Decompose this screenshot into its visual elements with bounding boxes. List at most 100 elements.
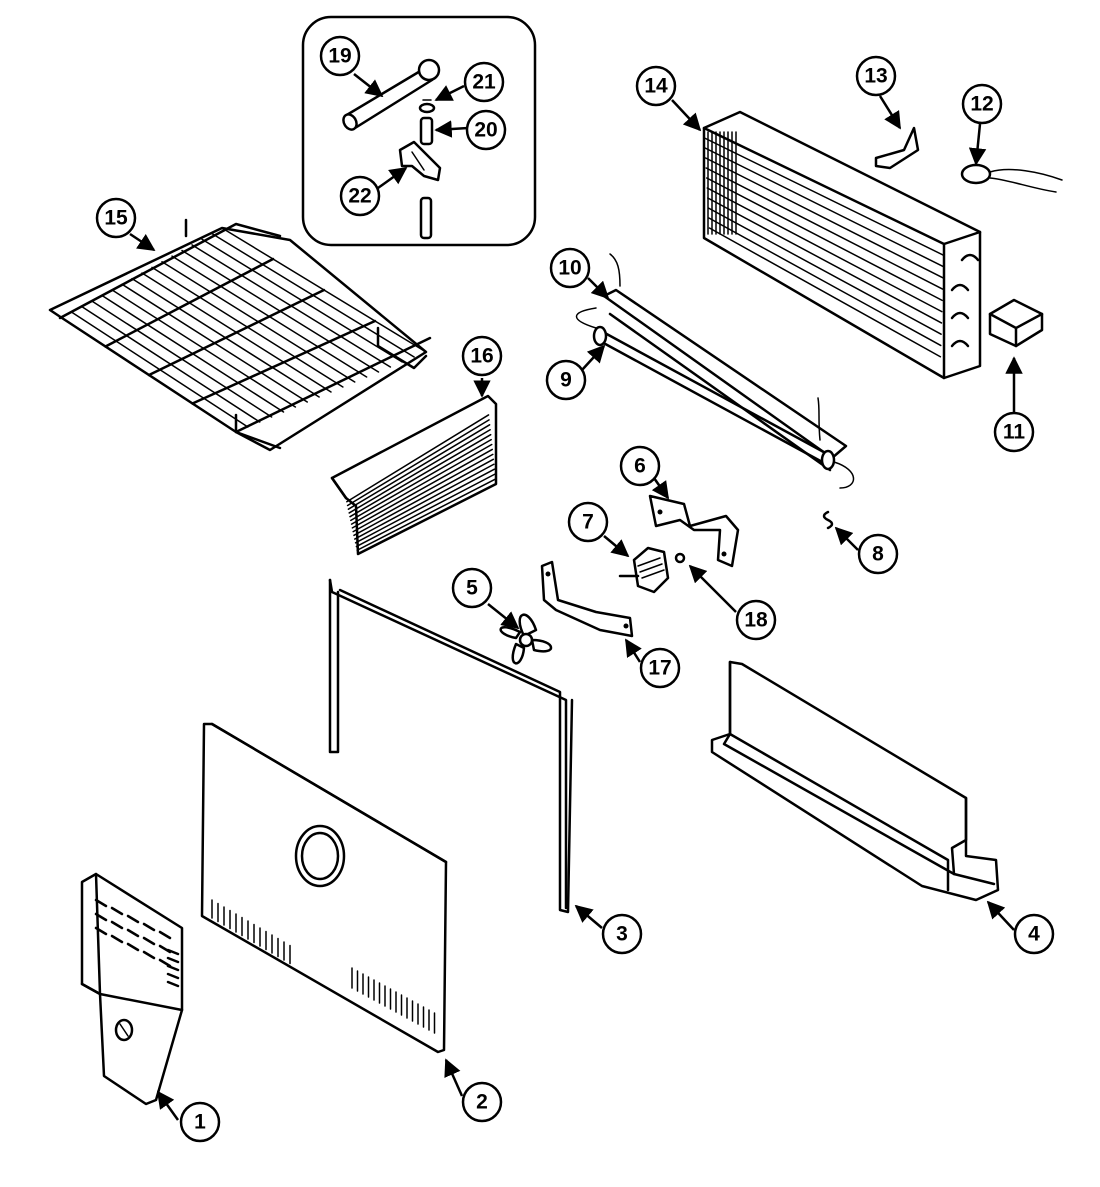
- stroke: [355, 473, 496, 548]
- motor-mount-bracket: [540, 560, 634, 638]
- callout-3: 3: [601, 913, 643, 955]
- stroke: [348, 428, 491, 514]
- callout-19: 19: [319, 35, 361, 77]
- svg-text:8: 8: [872, 543, 884, 566]
- svg-text:14: 14: [644, 75, 668, 98]
- hinge-lower-pin: [419, 196, 433, 240]
- stroke: [707, 207, 942, 335]
- stroke: [110, 934, 124, 944]
- stroke: [707, 197, 943, 324]
- hinge-bracket: [398, 140, 442, 182]
- defrost-heater: [575, 307, 855, 489]
- wire-clip: [822, 510, 834, 530]
- callout-21: 21: [463, 61, 505, 103]
- stroke: [166, 948, 180, 956]
- hinge-pin: [342, 58, 441, 131]
- stroke: [704, 157, 944, 279]
- stroke: [705, 177, 943, 302]
- stroke: [126, 928, 140, 938]
- stroke: [142, 950, 156, 960]
- leader-lines: [129, 73, 1023, 1121]
- panel-vent-slots: [211, 899, 436, 1034]
- hinge-detail-inset: [301, 15, 537, 247]
- stroke: [353, 458, 495, 537]
- stroke: [147, 288, 326, 377]
- svg-text:6: 6: [634, 455, 646, 478]
- callout-9: 9: [545, 359, 587, 401]
- stroke: [158, 930, 172, 940]
- stroke: [94, 926, 108, 936]
- stroke: [94, 898, 108, 908]
- svg-text:4: 4: [1028, 923, 1040, 946]
- drain-pan-channel: [710, 660, 1000, 902]
- svg-text:20: 20: [474, 119, 497, 142]
- stroke: [166, 972, 180, 980]
- callout-12: 12: [961, 83, 1003, 125]
- stroke: [126, 942, 140, 952]
- housing-vent-slots: [94, 898, 180, 988]
- callout-20: 20: [465, 109, 507, 151]
- callout-10: 10: [549, 247, 591, 289]
- insulation-block: [988, 298, 1044, 348]
- stroke: [703, 137, 945, 257]
- callout-2: 2: [461, 1081, 503, 1123]
- svg-text:16: 16: [470, 345, 493, 368]
- stroke: [704, 147, 945, 268]
- evaporator-cover-baffle: [330, 394, 498, 556]
- callout-6: 6: [619, 445, 661, 487]
- stroke: [166, 980, 180, 988]
- stroke: [351, 448, 494, 529]
- evaporator-coil: [702, 110, 982, 380]
- svg-text:17: 17: [648, 657, 671, 680]
- stroke: [142, 936, 156, 946]
- stroke: [356, 478, 497, 552]
- svg-text:13: 13: [864, 65, 887, 88]
- stroke: [346, 419, 490, 507]
- fan-blade: [499, 613, 553, 665]
- hinge-spacer: [419, 116, 434, 146]
- svg-text:2: 2: [476, 1091, 488, 1114]
- stroke: [94, 912, 108, 922]
- svg-text:15: 15: [104, 207, 128, 230]
- defrost-thermostat: [960, 163, 1063, 193]
- callout-4: 4: [1013, 913, 1055, 955]
- callout-11: 11: [993, 411, 1035, 453]
- stroke: [110, 920, 124, 930]
- callout-1: 1: [179, 1101, 221, 1143]
- svg-text:21: 21: [472, 71, 496, 94]
- stroke: [126, 914, 140, 924]
- stroke: [142, 922, 156, 932]
- stroke: [708, 217, 942, 347]
- callout-5: 5: [451, 567, 493, 609]
- callout-14: 14: [635, 65, 677, 107]
- wire-shelf: [48, 218, 432, 452]
- svg-text:5: 5: [466, 577, 478, 600]
- stroke: [349, 433, 492, 518]
- door-gasket: [328, 578, 574, 914]
- stroke: [166, 956, 180, 964]
- stroke: [166, 964, 180, 972]
- stroke: [352, 453, 494, 533]
- svg-text:9: 9: [560, 369, 572, 392]
- grommet: [674, 552, 686, 564]
- svg-text:22: 22: [348, 185, 371, 208]
- stroke: [350, 443, 493, 525]
- callout-15: 15: [95, 197, 137, 239]
- stroke: [350, 438, 492, 522]
- hinge-bushing: [418, 99, 436, 114]
- shelf-wire-grid: [61, 227, 427, 433]
- callout-18: 18: [735, 599, 777, 641]
- svg-text:7: 7: [582, 511, 594, 534]
- svg-text:10: 10: [558, 257, 581, 280]
- svg-text:12: 12: [970, 93, 993, 116]
- control-housing: [80, 872, 184, 1106]
- callout-13: 13: [855, 55, 897, 97]
- callout-7: 7: [567, 501, 609, 543]
- stroke: [705, 167, 944, 290]
- stroke: [104, 257, 275, 348]
- evaporator-fins: [703, 131, 945, 358]
- svg-text:3: 3: [616, 923, 628, 946]
- baffle-slats: [346, 414, 497, 552]
- callout-16: 16: [461, 335, 503, 377]
